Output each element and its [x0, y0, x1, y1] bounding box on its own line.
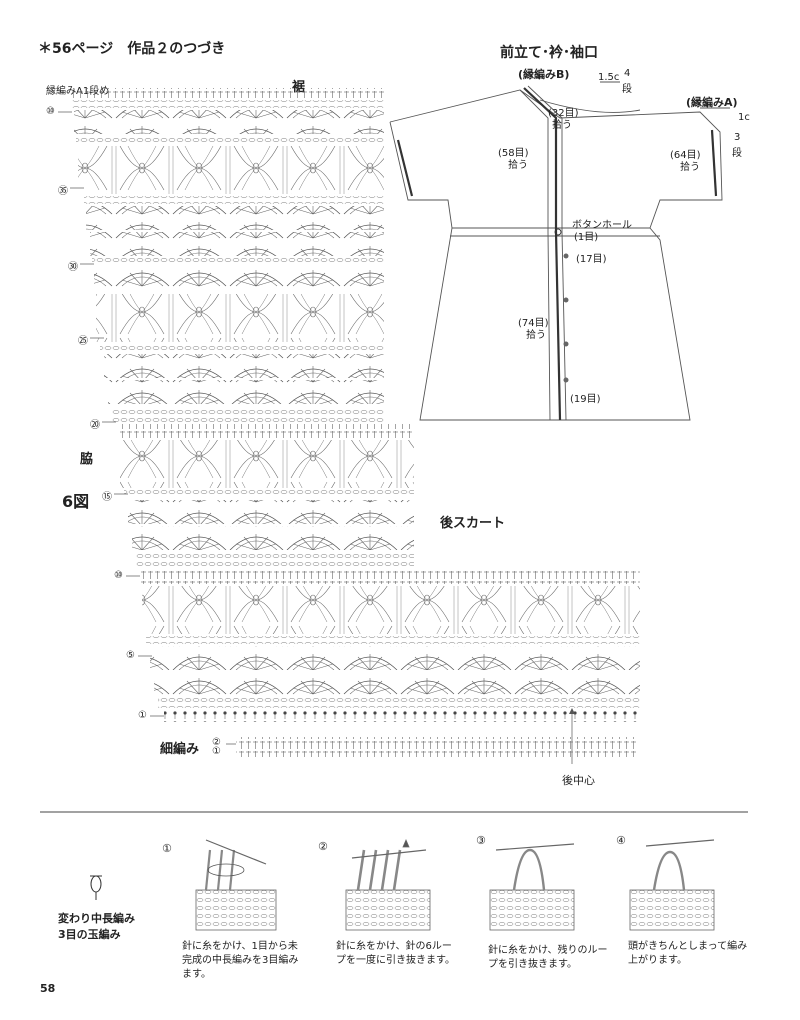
stitches-74-pick: 拾う — [526, 330, 546, 341]
cluster-symbol — [90, 875, 102, 900]
edging-b-rows-unit: 段 — [622, 84, 632, 95]
row-marker-35: ㉟ — [58, 186, 68, 197]
row-marker-1: ① — [138, 710, 147, 721]
edging-b-rows: 4 — [624, 68, 631, 79]
edging-a-label: (縁編みA) — [686, 96, 738, 109]
step-1-text: 針に糸をかけ、1目から未完成の中長編みを3目編みます。 — [182, 941, 299, 980]
edging-b-width: 1.5c — [598, 72, 620, 83]
sc-row-2: ② — [212, 737, 221, 748]
step-2-number: ② — [318, 840, 328, 853]
stitches-58-pick: 拾う — [508, 160, 528, 171]
row-marker-5: ⑤ — [126, 650, 135, 661]
step-1-number: ① — [162, 842, 172, 855]
buttonhole-label: ボタンホール — [572, 220, 632, 231]
step-3-number: ③ — [476, 834, 486, 847]
center-back-label: 後中心 — [562, 774, 595, 787]
stitches-74: (74目) — [518, 318, 549, 329]
page-number: 58 — [40, 982, 56, 995]
stitches-58: (58目) — [498, 148, 529, 159]
stitches-64-pick: 拾う — [680, 162, 700, 173]
stitches-19: (19目) — [570, 394, 601, 405]
row-marker-25: ㉕ — [78, 336, 88, 347]
figure-label: 6図 — [62, 492, 90, 511]
row-marker-20: ⑳ — [90, 420, 100, 431]
row-marker-30: ㉚ — [68, 262, 78, 273]
cardigan-schematic — [389, 81, 730, 421]
stitches-32-pick: 拾う — [552, 120, 572, 131]
row-marker-10: ⑩ — [114, 570, 123, 581]
step-illustrations — [195, 838, 715, 931]
step-4-text: 頭がきちんとしまって編み上がります。 — [628, 941, 748, 966]
row-marker-15: ⑮ — [102, 492, 112, 503]
sc-row-1: ① — [212, 746, 221, 757]
stitches-64: (64目) — [670, 150, 701, 161]
step-3-text: 針に糸をかけ、残りのループを引き抜きます。 — [488, 945, 608, 970]
single-crochet-label: 細編み — [160, 742, 200, 757]
schematic-title: 前立て･衿･袖口 — [500, 45, 598, 61]
edging-b-label: (縁編みB) — [518, 68, 570, 81]
buttonhole-count: (1目) — [574, 232, 599, 243]
page-header: ＊56ページ 作品２のつづき — [38, 41, 226, 57]
instruction-title-2: 3目の玉編み — [58, 928, 121, 941]
edging-a-width: 1c — [738, 112, 750, 123]
side-label: 脇 — [80, 452, 94, 467]
row-marker-40: ⑩ — [46, 106, 55, 117]
edging-a-rows-unit: 段 — [732, 148, 742, 159]
instruction-title-1: 変わり中長編み — [58, 912, 135, 925]
edging-a-rows: 3 — [734, 132, 741, 143]
stitches-32: (32目) — [548, 108, 579, 119]
back-skirt-label: 後スカート — [440, 516, 506, 531]
step-2-text: 針に糸をかけ、針の6ループを一度に引き抜きます。 — [336, 941, 455, 966]
step-4-number: ④ — [616, 834, 626, 847]
stitches-17: (17目) — [576, 254, 607, 265]
